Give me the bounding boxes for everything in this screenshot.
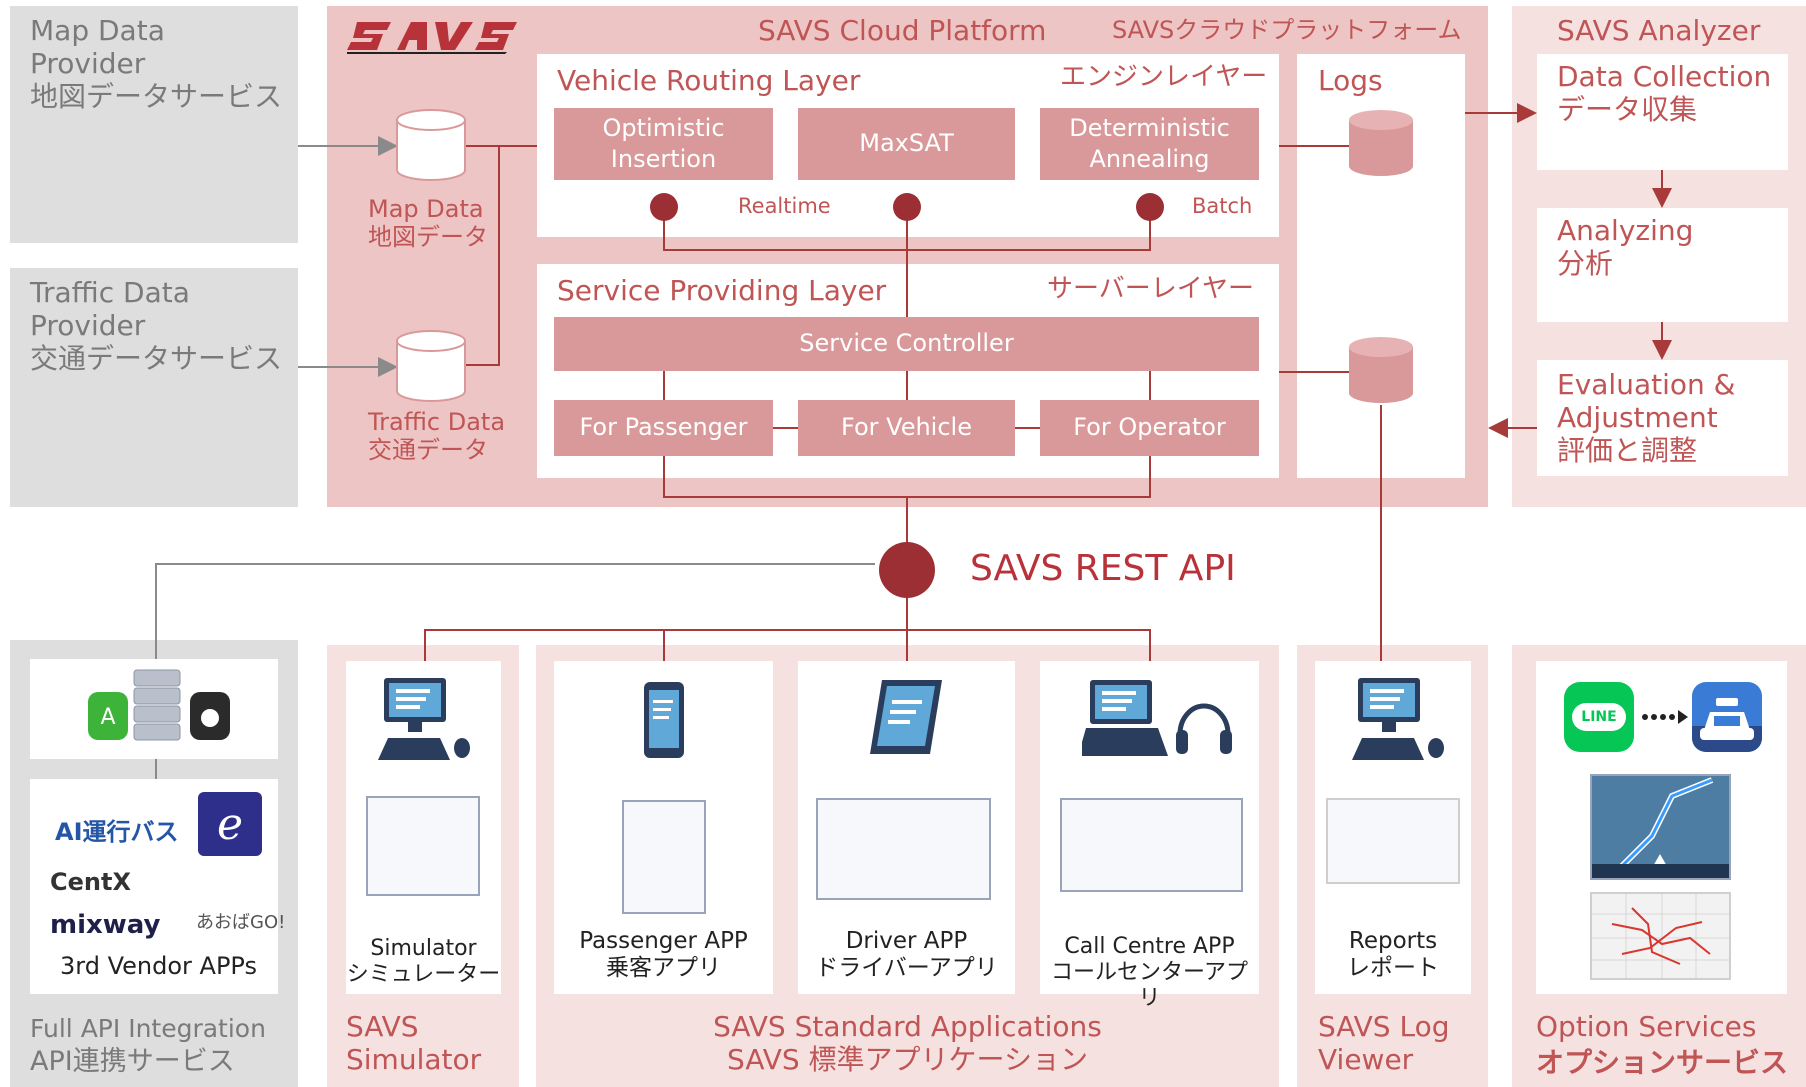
vendor-integration-icons: A [88,669,230,741]
vendor-title-ja: API連携サービス [30,1046,235,1077]
navigation-map-screenshot [1590,774,1731,880]
algo-maxsat: MaxSAT [798,108,1015,180]
simulator-title: SAVS Simulator [346,1010,482,1077]
realtime-label: Realtime [738,194,831,218]
option-title-ja: オプションサービス [1536,1046,1789,1079]
simulator-screenshot [366,796,480,896]
analyzer-step-evaluation [1537,360,1788,476]
svg-text:A: A [100,705,115,730]
for-passenger: For Passenger [554,400,773,456]
savs-logo [347,22,517,54]
analyzer-step-collection [1537,54,1788,170]
driver-app-label: Driver APP ドライバーアプリ [815,928,998,982]
rest-api-node [879,542,935,598]
map-data-database-icon [396,109,466,181]
reports-screenshot [1326,798,1460,884]
logviewer-title: SAVS Log Viewer [1318,1010,1450,1077]
brand-e-logo: e [198,792,262,856]
map-provider-title: Map Data Provider 地図データサービス [30,14,283,114]
cloud-title: SAVS Cloud Platform [758,14,1047,47]
heatmap-screenshot [1590,892,1731,980]
brand-ai-bus: AI運行バス [55,818,179,846]
algo-optimistic-insertion: Optimistic Insertion [554,108,773,180]
line-app-icon: LINE [1564,682,1634,752]
taxi-app-icon [1692,682,1762,752]
for-operator: For Operator [1040,400,1259,456]
reports-computer-icon [1352,678,1444,760]
analyzer-step3-label: Evaluation & Adjustment 評価と調整 [1557,368,1736,468]
vendor-apps-label: 3rd Vendor APPs [60,952,257,980]
vendor-title-en: Full API Integration [30,1014,266,1043]
callcentre-app-screenshot [1060,798,1243,892]
algo-deterministic-annealing: Deterministic Annealing [1040,108,1259,180]
batch-label: Batch [1192,194,1253,218]
driver-app-screenshot [816,798,991,900]
logs-title: Logs [1318,64,1383,97]
callcentre-app-label: Call Centre APP コールセンターアプリ [1050,934,1249,1011]
map-provider-panel [10,6,298,243]
desktop-computer-icon [378,678,470,760]
rest-api-label: SAVS REST API [970,548,1236,589]
analyzer-step1-label: Data Collection データ収集 [1557,60,1772,127]
for-vehicle: For Vehicle [798,400,1015,456]
traffic-data-database-icon [396,330,466,402]
simulator-app-label: Simulator シミュレーター [346,936,501,987]
analyzer-step-analyzing [1537,208,1788,322]
brand-centx: CentX [50,868,131,896]
brand-mixway: mixway [50,910,161,940]
routing-layer-title: Vehicle Routing Layer [557,64,861,97]
reports-app-label: Reports レポート [1347,928,1439,982]
traffic-data-label: Traffic Data 交通データ [368,408,506,465]
standard-apps-title: SAVS Standard Applications SAVS 標準アプリケーシ… [713,1010,1102,1077]
analyzer-step2-label: Analyzing 分析 [1557,214,1694,281]
cloud-title-ja: SAVSクラウドプラットフォーム [1112,16,1462,44]
analyzer-title: SAVS Analyzer [1557,14,1761,47]
service-layer-title: Service Providing Layer [557,274,887,307]
logs-database-icon [1349,110,1413,176]
line-app-label: LINE [1572,703,1626,731]
smartphone-icon [644,682,684,758]
service-controller: Service Controller [554,317,1259,371]
traffic-provider-panel [10,268,298,507]
brand-aobago: あおばGO! [196,912,286,933]
passenger-app-label: Passenger APP 乗客アプリ [579,928,748,982]
logs-database-icon-2 [1349,337,1413,403]
laptop-headset-icon [1082,680,1232,756]
dotted-arrow-icon [1642,710,1688,724]
option-title-en: Option Services [1536,1010,1757,1043]
traffic-provider-title: Traffic Data Provider 交通データサービス [30,276,283,376]
map-data-label: Map Data 地図データ [368,195,488,252]
tablet-icon [870,680,942,754]
service-layer-title-ja: サーバーレイヤー [1047,274,1254,304]
routing-layer-title-ja: エンジンレイヤー [1060,62,1268,92]
passenger-app-screenshot [622,800,706,914]
